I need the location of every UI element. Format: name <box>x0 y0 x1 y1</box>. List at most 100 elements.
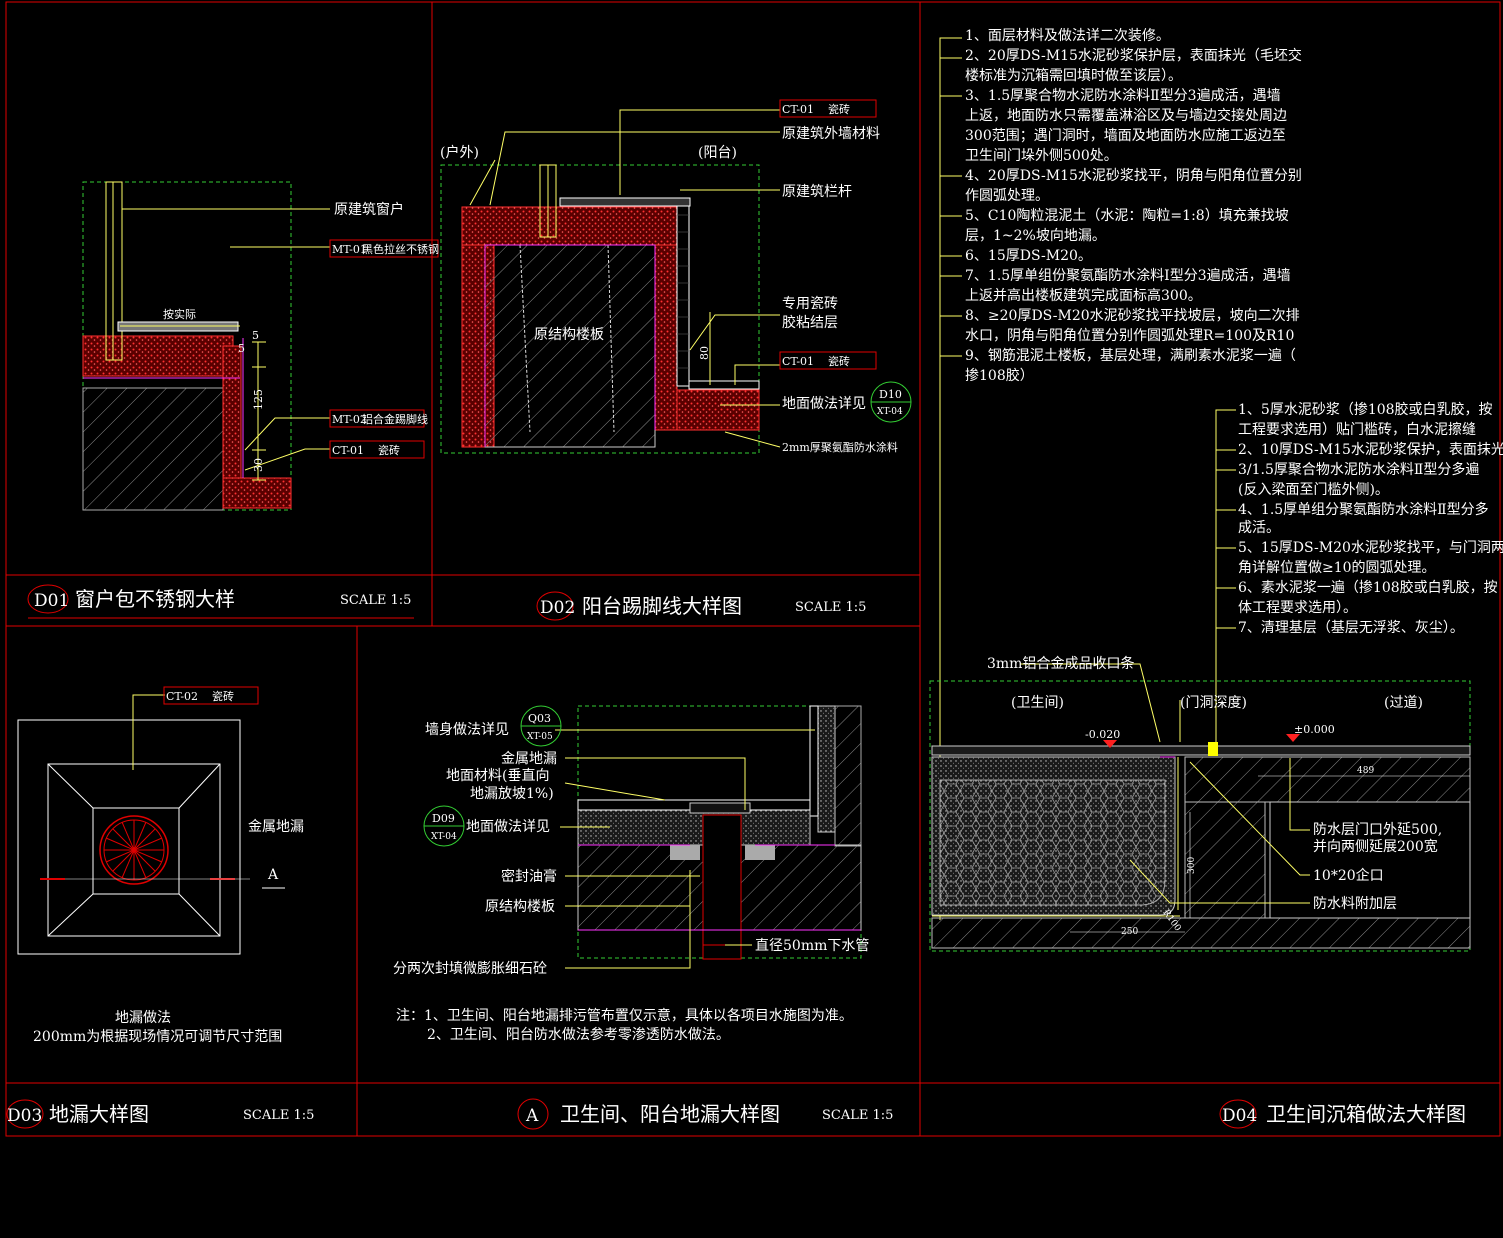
d04-spec-right-11: 7、清理基层（基层无浮浆、灰尘）。 <box>1238 619 1464 636</box>
d04-label-wp-ext-2: 并向两侧延展200宽 <box>1313 838 1438 855</box>
d02-label-membrane: 2mm厚聚氨酯防水涂料 <box>782 440 898 454</box>
d04-spec-right-1: 工程要求选用）贴门槛砖，白水泥擦缝 <box>1238 421 1476 438</box>
d01-label-ct01-text: 瓷砖 <box>378 443 400 457</box>
a-label-wall-ref: 墙身做法详见 <box>425 722 509 738</box>
d04-spec-top-9: 5、C10陶粒混泥土（水泥：陶粒=1:8）填充兼找坡 <box>965 208 1289 224</box>
detail-d04: 1、面层材料及做法详二次装修。 2、20厚DS-M15水泥砂浆保护层，表面抹光（… <box>929 28 1503 1129</box>
d04-label-elev2: ±0.000 <box>1294 723 1335 736</box>
d04-spec-right-6: 成活。 <box>1238 520 1280 536</box>
d02-label-ct01b-text: 瓷砖 <box>828 354 850 368</box>
a-screed <box>577 809 811 846</box>
detail-a: 墙身做法详见 Q03 XT-05 金属地漏 地面材料(垂直向 地漏放坡1%) D… <box>393 705 893 1130</box>
d01-label-window: 原建筑窗户 <box>334 201 404 218</box>
a-label-metal-drain: 金属地漏 <box>501 751 557 767</box>
a-label-grout: 分两次封填微膨胀细石砼 <box>393 960 547 977</box>
d04-finish-layer <box>931 745 1471 756</box>
d01-label-ct01-code: CT-01 <box>332 444 364 457</box>
d01-window-frame <box>105 181 123 361</box>
d01-label-mt02-code: MT-02 <box>332 413 367 426</box>
a-title: 卫生间、阳台地漏大样图 <box>560 1102 780 1126</box>
d03-label-ct02-code: CT-02 <box>166 690 198 703</box>
a-note-1: 注：1、卫生间、阳台地漏排污管布置仅示意，具体以各项目水施图为准。 <box>396 1007 853 1024</box>
d03-tag: D03 <box>7 1106 42 1126</box>
d02-ref-bottom: XT-04 <box>877 407 903 417</box>
d01-label-mt02-text: 铝合金踢脚线 <box>362 412 428 426</box>
a-ref-wall-top: Q03 <box>528 712 551 725</box>
a-label-pipe: 直径50mm下水管 <box>755 937 869 954</box>
d04-dim-489: 489 <box>1357 766 1374 776</box>
d02-label-wall: 原建筑外墙材料 <box>782 126 880 142</box>
d04-spec-right-3: 3/1.5厚聚合物水泥防水涂料Ⅱ型分多遍 <box>1238 461 1479 478</box>
d04-title: 卫生间沉箱做法大样图 <box>1266 1102 1466 1126</box>
d02-slab-hatch <box>484 244 656 448</box>
d03-label-section: A <box>267 867 279 883</box>
detail-d01: 原建筑窗户 MT-01 黑色拉丝不锈钢 按实际 MT-02 铝合金踢脚线 CT-… <box>27 181 439 619</box>
a-ref-wall-bottom: XT-05 <box>527 732 553 742</box>
a-ref-floor-top: D09 <box>432 812 455 825</box>
a-label-sealant: 密封油膏 <box>501 868 557 885</box>
sheet-frame <box>5 1 1501 1137</box>
d03-drain-grate <box>99 815 169 885</box>
d04-spec-top-17: 掺108胶） <box>965 367 1034 384</box>
d04-spec-top-12: 7、1.5厚单组份聚氨酯防水涂料I型分3遍成活，遇墙 <box>965 268 1291 284</box>
d01-floor-screed <box>222 477 292 509</box>
d01-tag: D01 <box>34 591 69 611</box>
d04-spec-top-13: 上返并高出楼板建筑完成面标高300。 <box>965 287 1202 304</box>
d02-title: 阳台踢脚线大样图 <box>582 594 742 618</box>
d04-ceramsite-fill <box>939 779 1166 906</box>
d03-note-2: 200mm为根据现场情况可调节尺寸范围 <box>33 1028 282 1045</box>
d02-riser-screed <box>654 244 678 431</box>
d04-label-corridor: (过道) <box>1384 695 1423 711</box>
d01-dim-5a: 5 <box>252 329 259 342</box>
d02-skirting-tile <box>676 199 690 387</box>
d03-scale: SCALE 1:5 <box>243 1108 314 1123</box>
d02-label-tile-adh-2: 胶粘结层 <box>782 314 838 331</box>
d04-spec-top-2: 楼标准为沉箱需回填时做至该层）。 <box>965 68 1182 84</box>
a-label-floor-mat-1: 地面材料(垂直向 <box>446 767 549 784</box>
d02-label-balcony: (阳台) <box>698 145 737 161</box>
d04-spec-top-6: 卫生间门垛外侧500处。 <box>965 148 1118 164</box>
d02-label-ct01-code: CT-01 <box>782 103 814 116</box>
a-scale: SCALE 1:5 <box>822 1108 893 1123</box>
d02-label-rail: 原建筑栏杆 <box>782 184 852 200</box>
d02-tag: D02 <box>540 598 575 618</box>
d03-tile-outline <box>17 719 241 955</box>
d02-dim-80: 80 <box>698 346 711 360</box>
d02-floor-tile <box>688 380 760 390</box>
d04-tag: D04 <box>1222 1106 1257 1126</box>
a-tag: A <box>525 1106 539 1126</box>
d02-label-outdoor: (户外) <box>440 144 479 161</box>
d01-dim-5b: 5 <box>238 342 245 355</box>
d04-spec-top-8: 作圆弧处理。 <box>965 188 1049 204</box>
d01-sill-screed <box>82 335 234 377</box>
d02-label-slab: 原结构楼板 <box>534 327 604 343</box>
d04-spec-top-4: 上返，地面防水只需覆盖淋浴区及与墙边交接处周边 <box>965 107 1287 124</box>
d04-spec-top-14: 8、≥20厚DS-M20水泥砂浆找平找坡层，坡向二次排 <box>965 308 1300 324</box>
d04-label-groove: 10*20企口 <box>1313 867 1384 884</box>
d04-spec-top-1: 2、20厚DS-M15水泥砂浆保护层，表面抹光（毛坯交 <box>965 47 1302 64</box>
d04-spec-right-2: 2、10厚DS-M15水泥砂浆保护，表面抹光 <box>1238 442 1503 458</box>
d03-note-1: 地漏做法 <box>115 1010 171 1026</box>
d01-label-measure: 按实际 <box>163 307 196 321</box>
d04-spec-right-7: 5、15厚DS-M20水泥砂浆找平，与门洞两 <box>1238 540 1503 556</box>
d01-dim-125: 125 <box>252 389 265 410</box>
d04-spec-top-15: 水口，阴角与阳角位置分别作圆弧处理R=100及R10 <box>965 328 1294 344</box>
d04-label-wp-ext-1: 防水层门口外延500, <box>1313 822 1442 838</box>
d03-label-drain: 金属地漏 <box>248 819 304 835</box>
d01-label-mt01-code: MT-01 <box>332 243 367 256</box>
d02-label-tile-adh-1: 专用瓷砖 <box>782 296 838 312</box>
d02-label-floor-ref: 地面做法详见 <box>782 396 866 412</box>
d04-spec-top-3: 3、1.5厚聚合物水泥防水涂料Ⅱ型分3遍成活，遇墙 <box>965 88 1281 104</box>
d04-spec-right-10: 体工程要求选用）。 <box>1238 600 1357 616</box>
d04-spec-right-4: (反入梁面至门槛外侧)。 <box>1238 482 1389 498</box>
detail-d02: (户外) (阳台) CT-01 瓷砖 原建筑外墙材料 原建筑栏杆 专用瓷砖 胶粘… <box>440 99 912 621</box>
d04-label-elev1: -0.020 <box>1085 728 1120 741</box>
d04-spec-top-10: 层，1~2%坡向地漏。 <box>965 228 1106 244</box>
a-note-2: 2、卫生间、阳台防水做法参考零渗透防水做法。 <box>427 1026 730 1043</box>
d01-label-mt01-text: 黑色拉丝不锈钢 <box>362 242 439 256</box>
d04-label-trim: 3mm铝合金成品收口条 <box>987 655 1134 672</box>
d02-label-ct01-text: 瓷砖 <box>828 102 850 116</box>
d04-dim-300: 300 <box>1187 857 1197 874</box>
d04-spec-right-9: 6、素水泥浆一遍（掺108胶或白乳胶，按 <box>1238 579 1498 596</box>
d01-wall-hatch <box>82 387 224 511</box>
